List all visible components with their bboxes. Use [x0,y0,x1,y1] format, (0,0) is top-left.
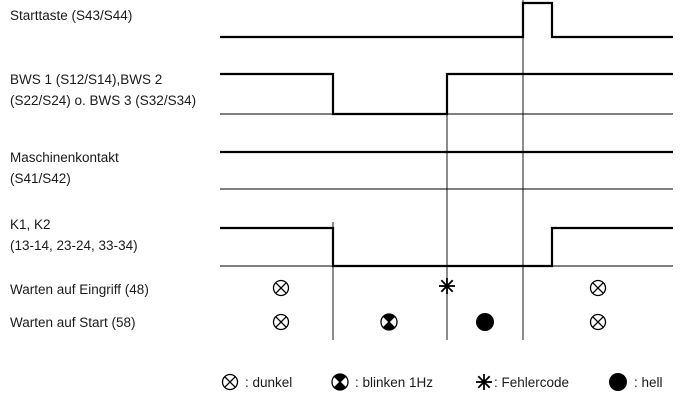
state-dark-icon [589,313,607,331]
state-dark-icon [272,279,290,297]
signal-wave-starttaste [220,1,673,39]
legend-error-icon [475,373,493,391]
legend-blink-icon [331,373,349,391]
signal-label-starttaste: Starttaste (S43/S44) [10,8,132,23]
legend-dark-icon [221,373,239,391]
signal-label-bws-line2: (S22/S24) o. BWS 3 (S32/S34) [10,93,196,108]
signal-wave-bws [220,72,673,116]
state-label-start: Warten auf Start (58) [10,315,136,330]
legend-bright-label: : hell [634,375,663,390]
legend-bright-icon [609,373,627,391]
signal-wave-k1k2 [220,226,673,268]
signal-label-maschinenkontakt-line1: Maschinenkontakt [10,150,119,165]
legend-error-label: : Fehlercode [494,375,569,390]
signal-label-k1k2-line2: (13-14, 23-24, 33-34) [10,238,138,253]
signal-label-bws-line1: BWS 1 (S12/S14),BWS 2 [10,72,162,87]
state-dark-icon [272,313,290,331]
legend-dark-label: : dunkel [245,375,292,390]
signal-label-maschinenkontakt-line2: (S41/S42) [10,171,71,186]
state-dark-icon [589,279,607,297]
state-label-eingriff: Warten auf Eingriff (48) [10,282,149,297]
legend-blink-label: : blinken 1Hz [355,375,433,390]
state-blink-icon [380,313,398,331]
state-error-icon [438,277,456,295]
state-bright-icon [476,313,494,331]
signal-label-k1k2-line1: K1, K2 [10,217,51,232]
